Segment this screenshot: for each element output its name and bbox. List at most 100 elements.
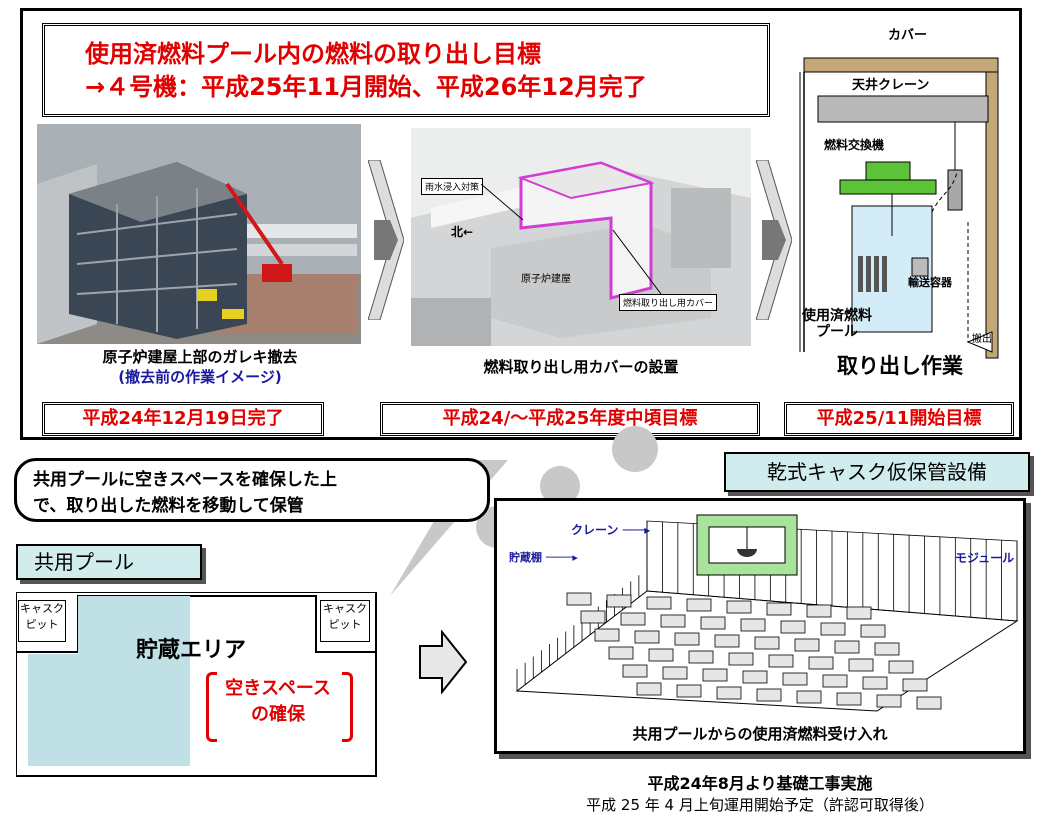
- storage-module: [728, 652, 754, 666]
- storage-module: [700, 616, 726, 630]
- storage-module: [688, 650, 714, 664]
- common-pool-title: 共用プール: [16, 544, 202, 580]
- step3-target: 平成25/11開始目標: [784, 402, 1014, 436]
- storage-module: [876, 694, 902, 708]
- step2-caption: 燃料取り出し用カバーの設置: [483, 358, 679, 376]
- storage-module: [716, 686, 742, 700]
- goal-line1: 使用済燃料プール内の燃料の取り出し目標: [85, 40, 541, 68]
- storage-module: [580, 610, 606, 624]
- storage-module: [822, 674, 848, 688]
- storage-module: [874, 642, 900, 656]
- storage-module: [780, 620, 806, 634]
- storage-module: [834, 640, 860, 654]
- storage-module: [808, 656, 834, 670]
- chevron-right-icon: [756, 160, 792, 320]
- pit-left-label: キャスク ピット: [18, 600, 66, 642]
- chevron-right-icon: [368, 160, 404, 320]
- bubble-circle: [612, 426, 658, 472]
- storage-module: [662, 666, 688, 680]
- rain-label-text: 雨水浸入対策: [425, 183, 480, 193]
- arrow-left-icon: ←: [463, 225, 474, 239]
- storage-module: [766, 602, 792, 616]
- storage-module: [594, 628, 620, 642]
- storage-module: [636, 682, 662, 696]
- crane-ceiling-label: 天井クレーン: [852, 78, 930, 93]
- storage-module: [820, 622, 846, 636]
- storage-module: [782, 672, 808, 686]
- free-space-label: 空きスペース の確保: [225, 678, 331, 725]
- goal-box: 使用済燃料プール内の燃料の取り出し目標 →４号機：平成25年11月開始、平成26…: [42, 23, 770, 117]
- crane-diagram: カバー 天井クレーン 燃料交換機 輸送容器 使用済燃料 プール 搬出: [792, 22, 1018, 382]
- storage-module: [756, 688, 782, 702]
- storage-module: [646, 596, 672, 610]
- storage-module: [836, 692, 862, 706]
- storage-module: [742, 670, 768, 684]
- north-text: 北: [451, 225, 464, 239]
- step2-target: 平成24/～平成25年度中頃目標: [380, 402, 760, 436]
- crane-arrow-label: 搬出: [972, 334, 992, 345]
- storage-module: [768, 654, 794, 668]
- goal-line2: →４号機：平成25年11月開始、平成26年12月完了: [85, 73, 647, 101]
- storage-module: [714, 634, 740, 648]
- storage-module: [888, 660, 914, 674]
- storage-module: [606, 594, 632, 608]
- storage-module: [566, 592, 592, 606]
- crane-label-text: クレーン: [571, 523, 619, 537]
- reactor-rubble-image: [37, 124, 361, 344]
- storage-module: [686, 598, 712, 612]
- storage-module: [754, 636, 780, 650]
- dry-cask-title-text: 乾式キャスク仮保管設備: [767, 460, 987, 484]
- storage-module: [676, 684, 702, 698]
- callout-box: 共用プールに空きスペースを確保した上 で、取り出した燃料を移動して保管: [14, 458, 490, 522]
- storage-area-label: 貯蔵エリア: [136, 638, 247, 663]
- storage-module: [846, 606, 872, 620]
- storage-module: [674, 632, 700, 646]
- storage-module: [794, 638, 820, 652]
- storage-module: [620, 612, 646, 626]
- footer-line2: 平成 25 年 4 月上旬運用開始予定（許認可取得後）: [586, 796, 934, 814]
- storage-module: [648, 648, 674, 662]
- step1-target: 平成24年12月19日完了: [42, 402, 324, 436]
- cover-label: 燃料取り出し用カバー: [619, 294, 718, 311]
- arrow-right-icon: ────▸: [542, 551, 578, 564]
- step1-subcaption: (撤去前の作業イメージ): [118, 368, 282, 386]
- dry-cask-caption: 共用プールからの使用済燃料受け入れ: [632, 725, 888, 743]
- north-label: 北←: [451, 223, 473, 240]
- storage-module: [726, 600, 752, 614]
- storage-module: [608, 646, 634, 660]
- bracket-left: [206, 672, 217, 742]
- rain-label: 雨水浸入対策: [421, 178, 484, 195]
- storage-module: [702, 668, 728, 682]
- storage-module: [916, 696, 942, 710]
- step3-caption: 取り出し作業: [837, 354, 963, 378]
- arrow-right-icon: [419, 630, 468, 694]
- storage-module: [902, 678, 928, 692]
- common-pool-diagram: キャスク ピット キャスク ピット 貯蔵エリア 空きスペース の確保: [15, 591, 378, 778]
- bracket-right: [342, 672, 353, 742]
- cover-label-text: 燃料取り出し用カバー: [623, 299, 714, 309]
- storage-module: [634, 630, 660, 644]
- storage-module: [806, 604, 832, 618]
- crane-cover-label: カバー: [888, 28, 928, 43]
- dry-cask-title: 乾式キャスク仮保管設備: [724, 452, 1030, 492]
- storage-module: [860, 624, 886, 638]
- leader-line: [481, 184, 524, 221]
- callout-line2: で、取り出した燃料を移動して保管: [33, 496, 304, 516]
- pit-right-label: キャスク ピット: [320, 600, 370, 642]
- storage-module: [796, 690, 822, 704]
- footer-line1: 平成24年8月より基礎工事実施: [647, 774, 873, 793]
- crane-label: クレーン ───▸: [571, 521, 650, 538]
- crane-pool-label: 使用済燃料 プール: [802, 308, 872, 340]
- storage-rack-text: 貯蔵棚: [509, 551, 542, 564]
- crane-cask-label: 輸送容器: [908, 276, 952, 289]
- top-frame: [20, 8, 1022, 440]
- callout-line1: 共用プールに空きスペースを確保した上: [33, 470, 337, 490]
- storage-module: [862, 676, 888, 690]
- crane-fuel-label: 燃料交換機: [824, 138, 885, 152]
- step1-caption: 原子炉建屋上部のガレキ撤去: [102, 348, 298, 366]
- dry-cask-frame: クレーン ───▸ 貯蔵棚 ────▸ モジュール 共用プールからの使用済燃料受…: [494, 498, 1026, 754]
- storage-module: [740, 618, 766, 632]
- module-label: モジュール: [955, 551, 1015, 565]
- arrow-right-icon: ───▸: [618, 523, 651, 537]
- storage-module: [848, 658, 874, 672]
